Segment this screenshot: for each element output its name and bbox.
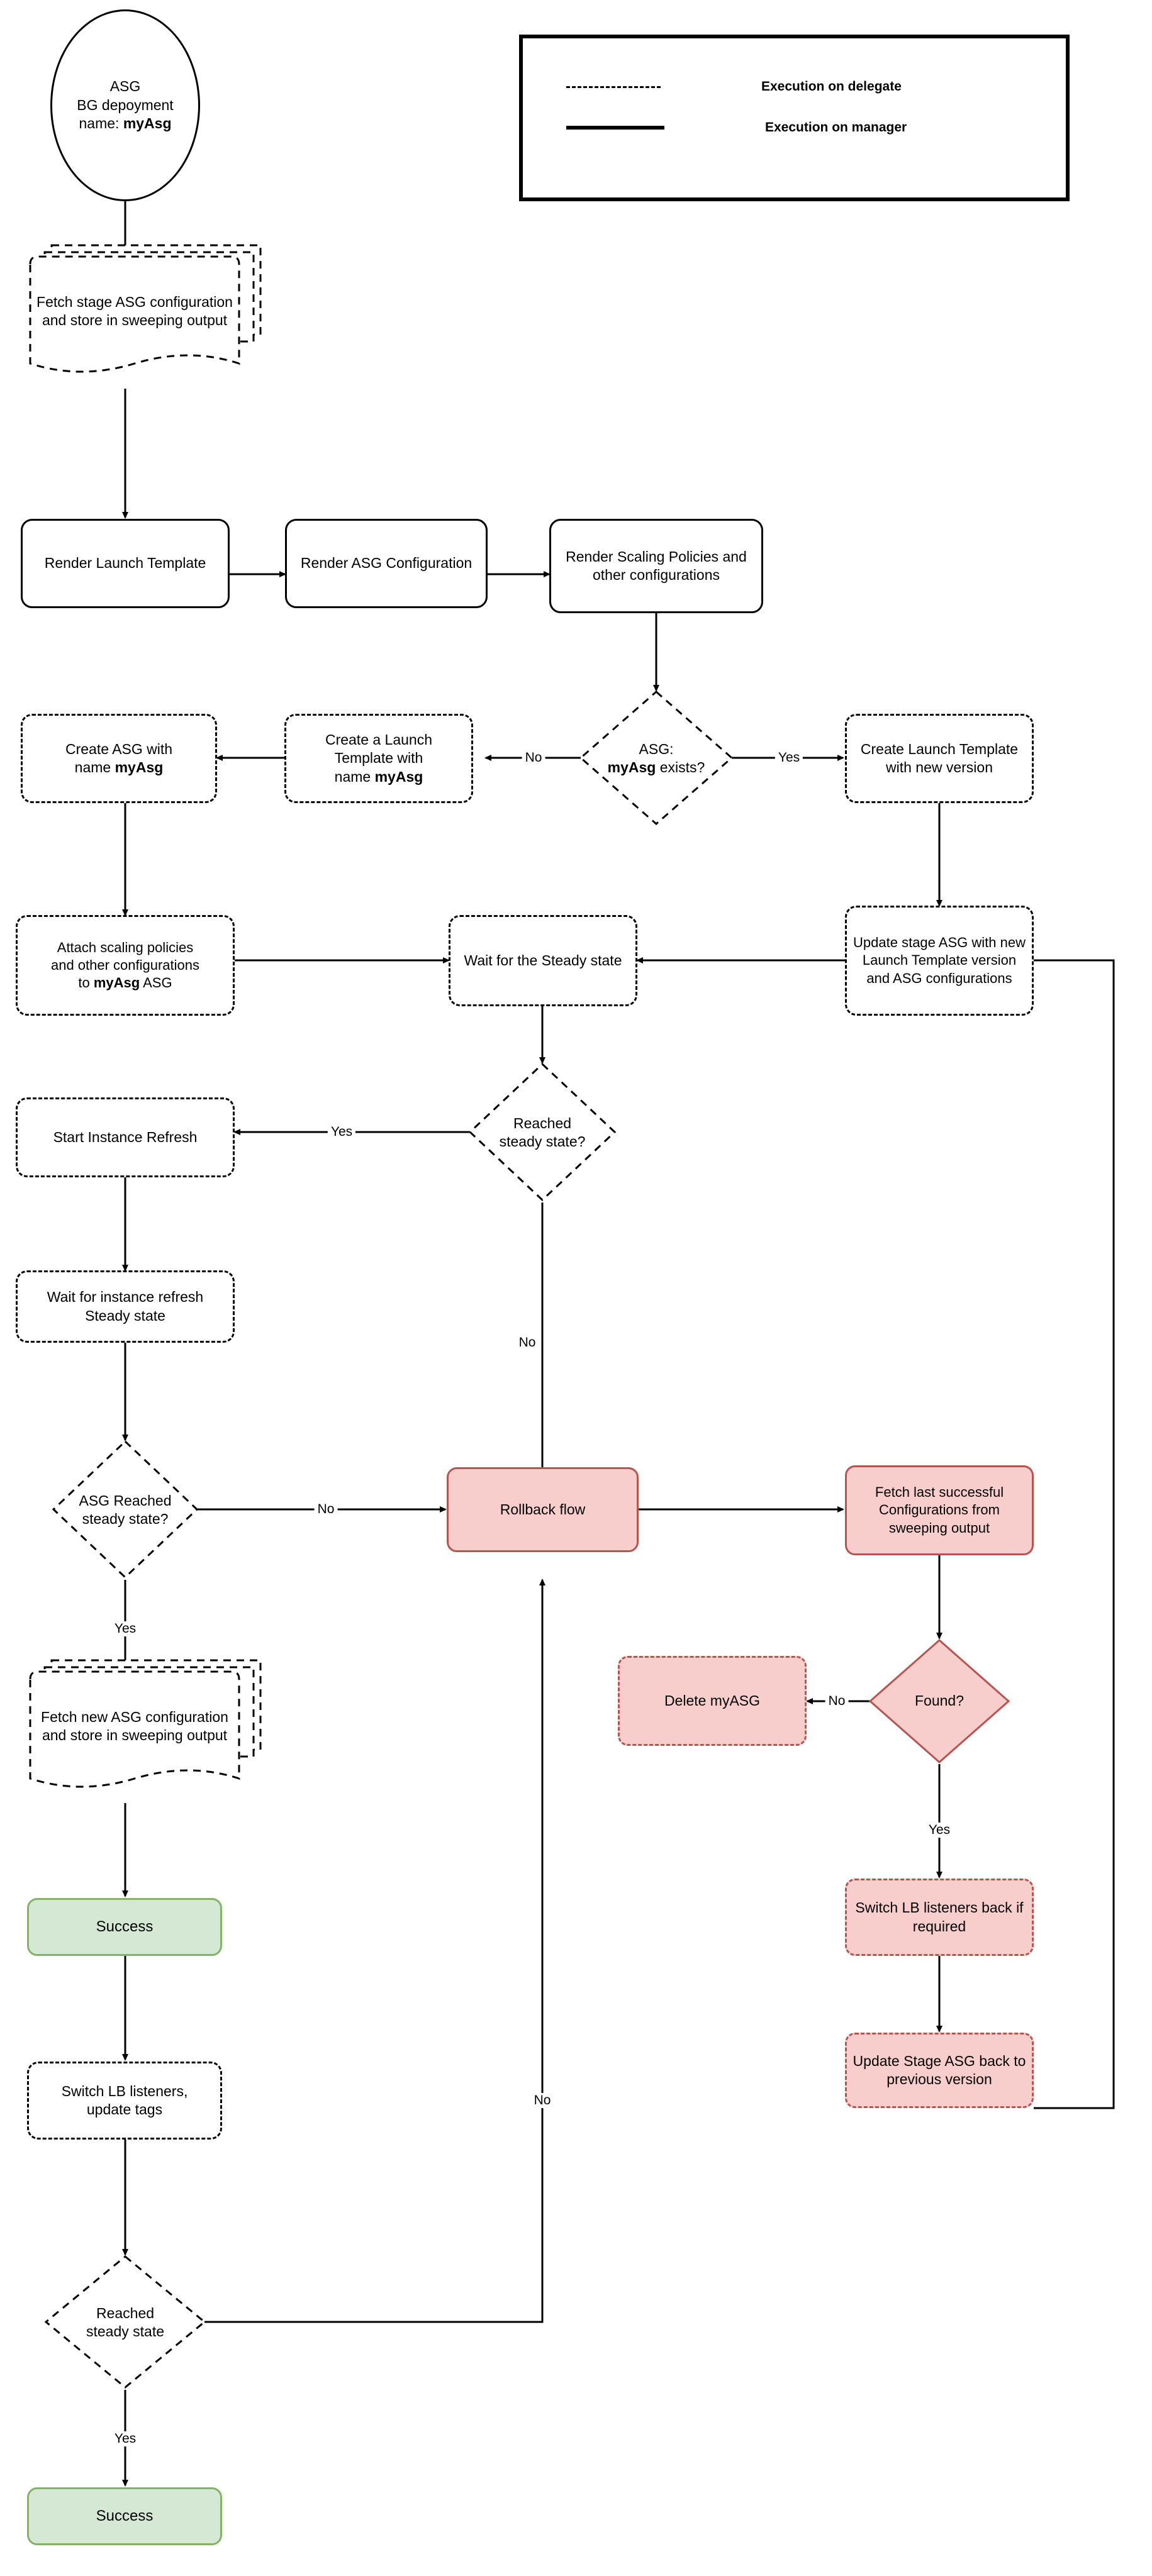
node-wait-instance-refresh[interactable]: Wait for instance refresh Steady state [16, 1270, 235, 1343]
attach-scaling-line-3-prefix: to [78, 975, 94, 991]
attach-scaling-line-3-suffix: ASG [140, 975, 172, 991]
edge-label-yes-fetch-new: Yes [111, 1621, 140, 1636]
legend-row-delegate: Execution on delegate [566, 79, 1044, 95]
attach-scaling-line-1: Attach scaling policies [57, 939, 194, 955]
asg-exists-bold: myAsg [607, 759, 656, 775]
success-2-label: Success [96, 2507, 154, 2524]
node-success-1[interactable]: Success [27, 1898, 222, 1956]
edge-label-no-asg-reached: No [314, 1502, 338, 1517]
node-start-instance-refresh[interactable]: Start Instance Refresh [16, 1097, 235, 1177]
wait-for-steady-state-label: Wait for the Steady state [464, 952, 622, 969]
shape-reached-steady-2-diamond [44, 2255, 206, 2389]
create-asg-myasg-line-2-bold: myAsg [115, 759, 164, 775]
edge-label-no-found: No [825, 1694, 849, 1709]
success-1-label: Success [96, 1918, 154, 1935]
legend-solid-line-icon [566, 126, 664, 130]
switch-lb-listeners-back-label: Switch LB listeners back if required [855, 1899, 1024, 1935]
update-stage-asg-back-label: Update Stage ASG back to previous versio… [853, 2052, 1026, 2087]
reached-steady-line-2: steady state? [499, 1133, 586, 1150]
shape-reached-steady-diamond [468, 1062, 617, 1202]
fetch-stage-asg-label: Fetch stage ASG configuration and store … [36, 293, 233, 328]
attach-scaling-line-2: and other configurations [50, 957, 200, 973]
edge-label-yes-reached: Yes [327, 1124, 356, 1140]
fetch-last-successful-label: Fetch last successful Configurations fro… [875, 1484, 1004, 1536]
render-scaling-policies-label: Render Scaling Policies and other config… [566, 548, 747, 583]
shape-asg-reached-diamond [52, 1440, 199, 1579]
node-create-launch-template-new-version[interactable]: Create Launch Template with new version [845, 714, 1034, 803]
node-reached-steady-state-decision[interactable]: Reached steady state? [467, 1106, 618, 1160]
create-lt-myasg-line-3-prefix: name [334, 768, 375, 785]
node-switch-lb-listeners-back[interactable]: Switch LB listeners back if required [845, 1879, 1034, 1956]
shape-asg-exists-diamond [579, 691, 734, 825]
switch-lb-tags-line-1: Switch LB listeners, [61, 2082, 188, 2099]
edge-label-no-reached: No [515, 1335, 539, 1350]
node-success-2[interactable]: Success [27, 2487, 222, 2545]
render-asg-configuration-label: Render ASG Configuration [300, 555, 473, 572]
delete-myasg-label: Delete myASG [664, 1692, 761, 1709]
legend-label-delegate: Execution on delegate [761, 79, 902, 94]
node-render-scaling-policies[interactable]: Render Scaling Policies and other config… [549, 519, 763, 613]
wait-instance-refresh-label: Wait for instance refresh Steady state [47, 1289, 204, 1324]
start-line-2: BG depoyment [77, 96, 174, 113]
node-asg-exists-decision[interactable]: ASG: myAsg exists? [574, 730, 738, 787]
create-lt-myasg-line-1: Create a Launch [325, 731, 433, 748]
create-asg-myasg-line-1: Create ASG with [65, 740, 173, 757]
create-lt-myasg-line-3-bold: myAsg [374, 768, 423, 785]
node-update-stage-asg-back[interactable]: Update Stage ASG back to previous versio… [845, 2033, 1034, 2108]
node-fetch-new-asg[interactable]: Fetch new ASG configuration and store in… [30, 1685, 239, 1767]
node-fetch-stage-asg[interactable]: Fetch stage ASG configuration and store … [30, 270, 239, 352]
create-lt-myasg-line-2: Template with [334, 750, 423, 767]
asg-reached-line-2: steady state? [82, 1511, 169, 1527]
node-fetch-last-successful[interactable]: Fetch last successful Configurations fro… [845, 1465, 1034, 1555]
node-start-terminal[interactable]: ASG BG depoyment name: myAsg [50, 9, 200, 201]
edge-label-no-asg-exists: No [522, 750, 545, 765]
rollback-flow-label: Rollback flow [500, 1501, 586, 1518]
start-line-3-prefix: name: [79, 115, 123, 132]
legend-dashed-line-icon [566, 86, 661, 88]
asg-exists-line-1: ASG: [639, 740, 674, 757]
render-launch-template-label: Render Launch Template [44, 555, 206, 572]
edge-label-yes-found: Yes [925, 1823, 954, 1838]
node-wait-for-steady-state[interactable]: Wait for the Steady state [449, 915, 637, 1006]
edge-reached2-rollback [204, 1579, 545, 2323]
legend-label-manager: Execution on manager [765, 120, 907, 135]
edge-label-yes-final: Yes [111, 2431, 140, 2446]
update-stage-asg-label: Update stage ASG with new Launch Templat… [853, 935, 1026, 986]
shape-fetch-stage-doc [29, 244, 262, 373]
node-attach-scaling-policies[interactable]: Attach scaling policies and other config… [16, 915, 235, 1016]
node-create-launch-template-myasg[interactable]: Create a Launch Template with name myAsg [284, 714, 473, 803]
node-rollback-flow[interactable]: Rollback flow [447, 1467, 639, 1552]
node-asg-reached-steady-decision[interactable]: ASG Reached steady state? [44, 1483, 206, 1537]
switch-lb-tags-line-2: update tags [86, 2101, 163, 2118]
legend-row-manager: Execution on manager [566, 119, 1044, 136]
fetch-new-asg-label: Fetch new ASG configuration and store in… [41, 1708, 228, 1743]
node-switch-lb-listeners-tags[interactable]: Switch LB listeners, update tags [27, 2062, 222, 2140]
start-line-3-bold: myAsg [123, 115, 172, 132]
node-reached-steady-state-2-decision[interactable]: Reached steady state [49, 2296, 201, 2350]
shape-found-diamond [868, 1639, 1010, 1763]
found-label: Found? [914, 1692, 964, 1709]
reached-steady-2-line-2: steady state [86, 2323, 165, 2340]
edge-label-no-final: No [530, 2093, 554, 2108]
node-render-asg-configuration[interactable]: Render ASG Configuration [285, 519, 488, 608]
node-delete-myasg[interactable]: Delete myASG [618, 1656, 807, 1746]
node-render-launch-template[interactable]: Render Launch Template [21, 519, 230, 608]
reached-steady-2-line-1: Reached [96, 2304, 155, 2321]
create-launch-template-new-version-label: Create Launch Template with new version [860, 740, 1019, 775]
node-found-decision[interactable]: Found? [881, 1687, 998, 1716]
attach-scaling-line-3-bold: myAsg [93, 975, 140, 991]
node-update-stage-asg[interactable]: Update stage ASG with new Launch Templat… [845, 906, 1034, 1016]
asg-reached-line-1: ASG Reached [79, 1492, 172, 1509]
edge-label-yes-asg-exists: Yes [775, 750, 803, 765]
start-instance-refresh-label: Start Instance Refresh [53, 1128, 198, 1145]
legend-box [519, 35, 1070, 201]
create-asg-myasg-line-2-prefix: name [74, 759, 115, 775]
shape-fetch-new-doc [29, 1659, 262, 1788]
start-line-1: ASG [109, 78, 141, 95]
node-create-asg-myasg[interactable]: Create ASG with name myAsg [21, 714, 217, 803]
reached-steady-line-1: Reached [513, 1114, 572, 1131]
asg-exists-rest: exists? [656, 759, 705, 775]
